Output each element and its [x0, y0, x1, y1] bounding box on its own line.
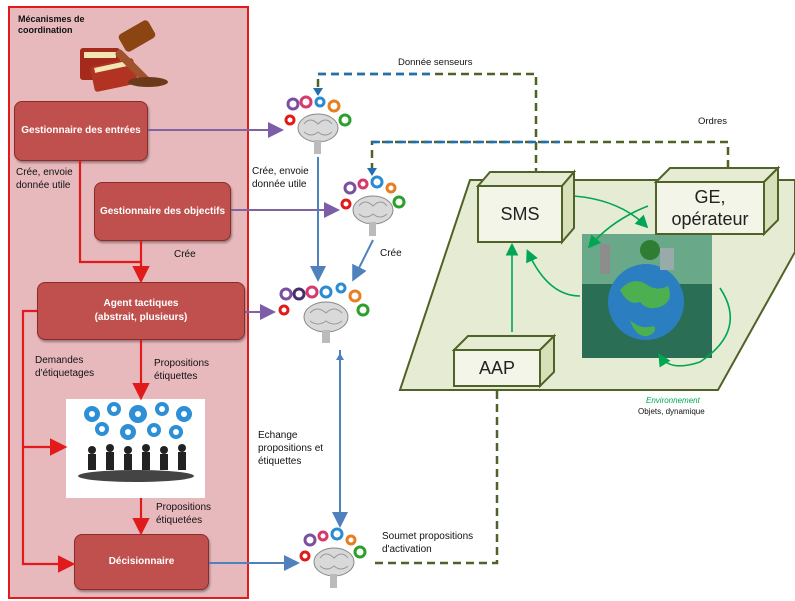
label-cree-envoie-left: Crée, envoie donnée utile — [16, 167, 73, 191]
sms-label: SMS — [500, 204, 540, 224]
gestionnaire-entrees-box: Gestionnaire des entrées — [14, 101, 148, 161]
label-propositions-etiquetees: Propositions étiquetées — [156, 502, 212, 526]
label-demandes-etiquetages: Demandes d'étiquetages — [35, 355, 95, 379]
label-donnee-senseurs: Donnée senseurs — [398, 57, 473, 68]
label-cree-mid: Crée — [380, 248, 402, 259]
gestionnaire-entrees-label: Gestionnaire des entrées — [21, 125, 141, 136]
panel-title: Mécanismes de coordination — [18, 14, 85, 35]
decisionnaire-label: Décisionnaire — [108, 556, 175, 567]
agent-tactiques-label: Agent tactiques (abstrait, plusieurs) — [94, 298, 188, 323]
label-ordres: Ordres — [698, 116, 728, 127]
decisionnaire-box: Décisionnaire — [74, 534, 209, 590]
brain-icon-4 — [299, 527, 368, 590]
brain-icon-3 — [276, 281, 372, 345]
label-echange: Echange propositions et étiquettes — [258, 430, 324, 467]
gestionnaire-objectifs-label: Gestionnaire des objectifs — [99, 205, 226, 217]
sms-cube — [475, 169, 577, 245]
brain-icon-2 — [340, 175, 406, 240]
ge-cube — [653, 165, 781, 237]
aap-cube — [451, 333, 557, 389]
label-cree-envoie-mid: Crée, envoie donnée utile — [252, 166, 309, 190]
gestionnaire-objectifs-box: Gestionnaire des objectifs — [94, 182, 231, 241]
environment-title: Environnement — [646, 396, 700, 405]
label-cree-left: Crée — [174, 249, 196, 260]
ge-operateur-label: GE, opérateur — [671, 187, 749, 229]
label-propositions-etiquettes: Propositions étiquettes — [154, 358, 210, 382]
agent-tactiques-box: Agent tactiques (abstrait, plusieurs) — [37, 282, 245, 340]
brain-icon-1 — [284, 95, 352, 157]
label-soumet: Soumet propositions d'activation — [382, 531, 474, 555]
environment-subtitle: Objets, dynamique — [638, 407, 705, 416]
globe-image — [582, 234, 712, 358]
aap-label: AAP — [478, 358, 516, 378]
